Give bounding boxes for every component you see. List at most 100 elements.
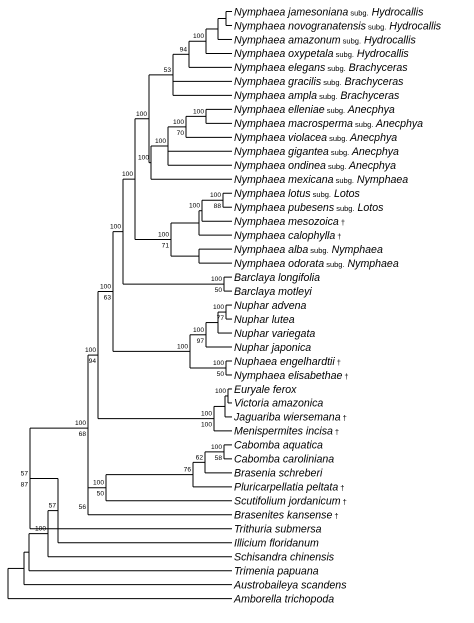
subgenus-name: Brachyceras [346,62,409,74]
taxon-label: Nymphaea mexicana subg. Nymphaea [234,174,408,186]
taxon-epithet: jamesoniana [285,6,348,18]
taxon-epithet: amazonum [285,34,341,46]
taxon-epithet: calophylla [285,230,335,242]
subgenus-name: Anecphya [349,146,399,158]
taxon-genus: Nymphaea [234,146,285,158]
taxon-epithet: ferox [270,384,297,396]
subgenus-name: Nymphaea [354,174,408,186]
taxon-genus: Amborella [233,593,282,605]
subgenus-prefix: subg. [334,204,354,213]
taxon-genus: Nymphaea [234,62,285,74]
taxon-epithet: violacea [285,132,327,144]
taxon-genus: Nymphaea [234,20,285,32]
taxon-epithet: variegata [269,328,316,340]
taxon-epithet: pubesens [285,202,335,214]
subgenus-prefix: subg. [325,64,345,73]
taxon-label: Austrobaileya scandens [233,579,347,591]
taxon-genus: Scutifolium [234,496,286,508]
support-bootstrap: 100 [213,360,224,367]
support-posterior: 77 [217,315,225,322]
extinct-marker: † [337,232,341,241]
taxon-genus: Austrobaileya [233,579,298,591]
taxon-genus: Nymphaea [234,216,285,228]
support-posterior: 50 [217,371,225,378]
support-bootstrap: 100 [122,171,133,178]
taxon-label: Nymphaea ondinea subg. Anecphya [234,160,396,172]
taxon-epithet: advena [269,300,307,312]
taxon-epithet: elegans [285,62,326,74]
taxon-genus: Nymphaea [234,160,285,172]
taxon-label: Nymphaea lotus subg. Lotos [234,188,361,200]
taxon-epithet: japonica [269,342,312,354]
taxon-label: Cabomba aquatica [234,440,323,452]
taxon-epithet: macrosperma [285,118,353,130]
support-bootstrap: 57 [49,503,57,510]
support-posterior: 50 [215,287,223,294]
taxon-genus: Nymphaea [234,48,285,60]
taxon-epithet: alba [285,244,308,256]
support-posterior: 63 [104,295,112,302]
taxon-epithet: trichopoda [282,593,335,605]
taxon-label: Cabomba caroliniana [234,454,334,466]
taxon-epithet: floridanum [266,538,319,550]
subgenus-name: Nymphaea [329,244,383,256]
subgenus-name: Hydrocallis [386,20,441,32]
support-bootstrap: 100 [138,155,149,162]
subgenus-prefix: subg. [308,246,328,255]
support-bootstrap: 100 [189,203,200,210]
taxon-label: Barclaya motleyi [234,286,312,298]
extinct-marker: † [343,414,347,423]
subgenus-prefix: subg. [348,8,368,17]
taxon-genus: Nymphaea [234,34,285,46]
support-posterior: 70 [177,130,185,137]
extinct-marker: † [340,484,344,493]
taxon-epithet: engelhardtii [277,356,335,368]
subgenus-name: Anecphya [345,104,395,116]
extinct-marker: † [337,358,341,367]
support-bootstrap: 100 [93,480,104,487]
subgenus-name: Nymphaea [345,258,399,270]
taxon-label: Nymphaea pubesens subg. Lotos [234,202,384,214]
taxon-label: Nymphaea elegans subg. Brachyceras [234,62,408,74]
support-bootstrap: 100 [177,343,188,350]
taxon-genus: Euryale [234,384,270,396]
taxon-epithet: gigantea [285,146,329,158]
taxon-genus: Nymphaea [234,132,285,144]
taxon-label: Nymphaea novogranatensis subg. Hydrocall… [234,20,442,32]
taxon-epithet: kansense [284,510,332,522]
taxon-epithet: peltata [303,482,338,494]
taxon-genus: Nymphaea [234,118,285,130]
taxon-epithet: lotus [285,188,311,200]
taxon-genus: Nymphaea [234,6,285,18]
subgenus-prefix: subg. [334,176,354,185]
taxon-label: Nymphaea macrosperma subg. Anecphya [234,118,423,130]
taxon-genus: Schisandra [234,552,287,564]
taxon-label: Nuphar advena [234,300,307,312]
taxon-genus: Nymphaea [234,76,285,88]
taxon-epithet: ondinea [285,160,326,172]
support-posterior: 58 [215,455,223,462]
taxon-genus: Nymphaea [234,370,285,382]
extinct-marker: † [343,498,347,507]
taxon-epithet: lutea [269,314,295,326]
taxon-genus: Nymphaea [234,174,285,186]
taxon-label: Amborella trichopoda [233,593,334,605]
taxon-label: Schisandra chinensis [234,552,335,564]
subgenus-name: Lotos [331,188,361,200]
support-bootstrap: 100 [211,444,222,451]
support-bootstrap: 100 [85,347,96,354]
taxon-epithet: novogranatensis [285,20,366,32]
taxon-genus: Nymphaea [234,188,285,200]
taxon-label: Pluricarpellatia peltata† [234,482,344,494]
taxon-genus: Jaguariba [233,412,281,424]
support-bootstrap: 100 [193,327,204,334]
taxon-epithet: chinensis [287,552,335,564]
taxon-label: Trithuria submersa [234,524,322,536]
taxon-epithet: wiersemana [281,412,341,424]
subgenus-prefix: subg. [321,78,341,87]
taxon-label: Nuphaea engelhardtii† [234,356,341,368]
taxon-epithet: mesozoica [285,216,339,228]
taxon-label: Nymphaea odorata subg. Nymphaea [234,258,399,270]
support-bootstrap: 76 [184,467,192,474]
